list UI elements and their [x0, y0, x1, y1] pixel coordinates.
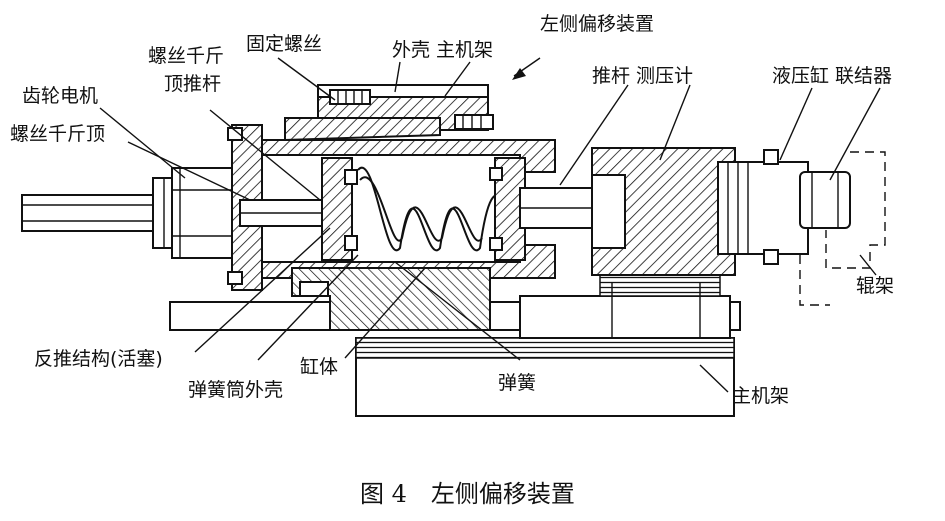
- main-frame-base: [169, 271, 741, 417]
- reaction-piston: [321, 157, 358, 261]
- shell-housing: [284, 84, 494, 142]
- label-screw-jack: 螺丝千斤顶: [10, 123, 105, 145]
- label-fixing-screw: 固定螺丝: [246, 33, 322, 55]
- load-cell-block: [591, 147, 736, 276]
- hydraulic-cylinder: [717, 149, 809, 265]
- label-screw-jack-push-rod-2: 顶推杆: [164, 73, 221, 95]
- label-screw-jack-push-rod-1: 螺丝千斤: [148, 45, 224, 67]
- roll-stand: [799, 151, 886, 306]
- label-reaction-structure: 反推结构(活塞): [34, 348, 163, 370]
- leader-lines: [99, 57, 881, 393]
- cylinder-body: [261, 139, 556, 331]
- label-hydraulic-cylinder-coupling: 液压缸 联结器: [772, 65, 892, 87]
- label-push-rod-load-cell: 推杆 测压计: [592, 65, 693, 87]
- label-left-offset-device: 左侧偏移装置: [540, 13, 654, 35]
- fixing-screw-nut: [329, 89, 371, 105]
- label-roll-stand: 辊架: [856, 275, 894, 297]
- push-rod: [519, 187, 601, 229]
- figure-caption: 图 4 左侧偏移装置: [360, 480, 575, 508]
- spring: [357, 166, 506, 252]
- label-cylinder-body: 缸体: [300, 356, 338, 378]
- label-spring-barrel-shell: 弹簧筒外壳: [188, 379, 283, 401]
- label-gear-motor: 齿轮电机: [22, 85, 98, 107]
- gear-motor: [21, 167, 241, 259]
- coupling: [799, 171, 851, 229]
- label-main-frame: 主机架: [732, 385, 789, 407]
- label-spring: 弹簧: [498, 372, 536, 394]
- label-shell-main-frame: 外壳 主机架: [392, 39, 493, 61]
